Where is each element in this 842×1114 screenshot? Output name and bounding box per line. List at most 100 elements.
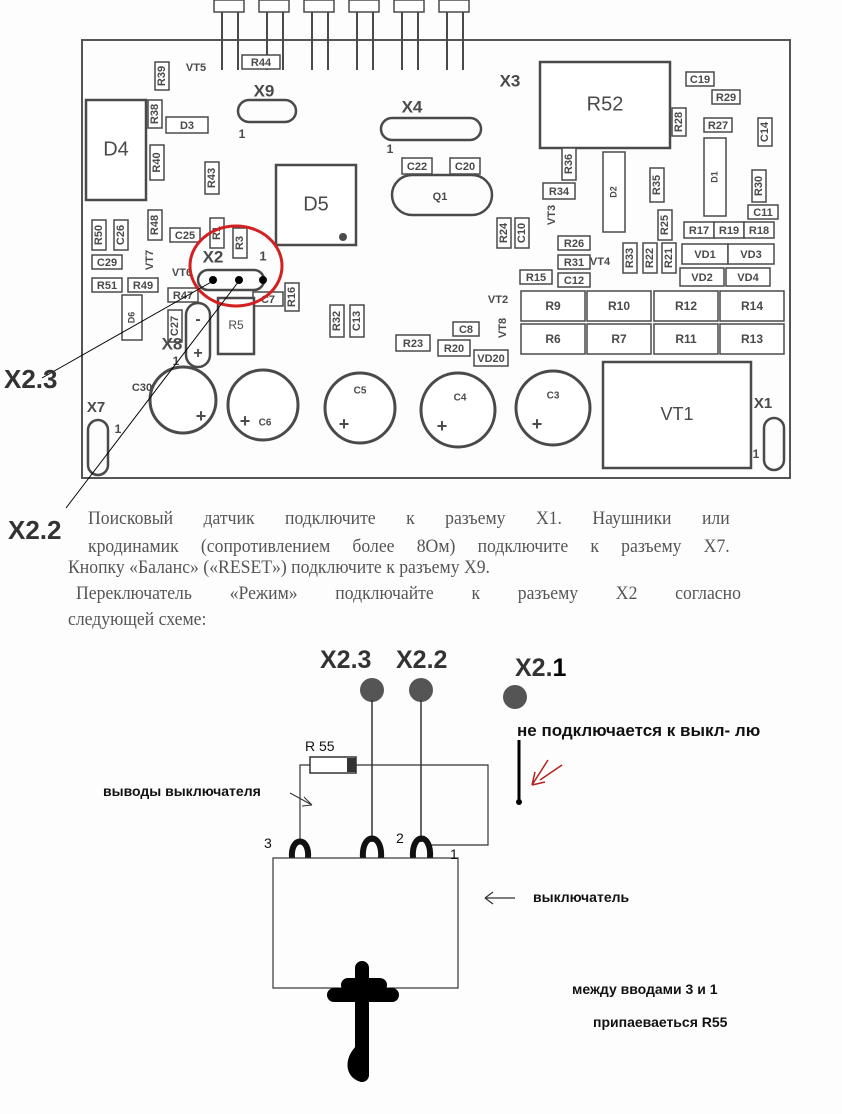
red-arrow-icon — [531, 759, 563, 786]
pin-3-label: 3 — [264, 835, 272, 851]
component-r29 — [711, 89, 741, 105]
component-d4 — [84, 98, 148, 202]
component-vd20 — [473, 349, 509, 367]
component-r50 — [91, 219, 107, 251]
component-r9 — [520, 290, 586, 322]
label-r5: R5 — [228, 318, 244, 332]
component-r40 — [149, 144, 165, 181]
component-r32 — [329, 304, 345, 338]
label-vd1: VD1 — [694, 249, 715, 261]
component-c19 — [685, 71, 715, 87]
plus-icon: + — [240, 411, 251, 431]
component-r12 — [653, 290, 719, 322]
label-x2: X2 — [203, 247, 224, 266]
label-vd3: VD3 — [740, 249, 761, 261]
component-r6 — [520, 323, 586, 355]
component-d6 — [121, 294, 143, 341]
component-r25 — [657, 209, 673, 241]
wire — [299, 764, 310, 842]
label-d3: D3 — [180, 120, 194, 132]
label-c6: C6 — [259, 418, 272, 429]
label-c13: C13 — [351, 311, 363, 331]
label-vt4: VT4 — [590, 256, 611, 268]
switch-label: выключатель — [533, 889, 630, 905]
component-r43 — [204, 161, 220, 195]
x23-leader-line — [41, 280, 214, 379]
label-r15: R15 — [526, 272, 546, 284]
label-r23: R23 — [403, 338, 423, 350]
component-r22 — [642, 242, 658, 274]
wire-end-dot — [516, 799, 522, 805]
component-r44 — [241, 54, 281, 70]
schematic-x21-label: X2.1 — [515, 654, 566, 683]
label-r19: R19 — [719, 225, 739, 237]
label-r40: R40 — [151, 152, 163, 172]
header-pins — [213, 0, 470, 70]
component-r49 — [127, 277, 159, 293]
label-q1: Q1 — [433, 191, 448, 203]
label-r22: R22 — [644, 248, 656, 268]
label-vt2: VT2 — [488, 294, 508, 306]
label-c4: C4 — [454, 393, 467, 404]
label-d4: D4 — [103, 138, 129, 160]
component-r36 — [561, 147, 577, 181]
component-r3 — [232, 227, 248, 259]
label-d2: D2 — [608, 186, 618, 198]
label-c29: C29 — [97, 257, 117, 269]
electrolytic-capacitor — [226, 368, 300, 442]
schematic-x22-label: X2.2 — [396, 646, 448, 674]
label-c26: C26 — [115, 225, 127, 245]
component-r11 — [653, 323, 719, 355]
label-vd20: VD20 — [477, 353, 505, 365]
electrolytic-capacitor — [148, 365, 218, 435]
label-c14: C14 — [759, 121, 771, 142]
label-c22: C22 — [407, 161, 427, 173]
r55-label: R 55 — [305, 738, 335, 754]
label-vt7: VT7 — [144, 250, 156, 270]
not-connected-note: не подключается к выкл- лю — [517, 721, 761, 740]
label-1: 1 — [387, 142, 394, 156]
x7-connector — [86, 418, 110, 477]
component-c12 — [557, 272, 591, 288]
component-r52 — [538, 60, 672, 150]
label-x9: X9 — [254, 81, 275, 100]
component-r20 — [437, 339, 471, 357]
label-r34: R34 — [549, 186, 570, 198]
component-c29 — [91, 254, 123, 270]
component-r48 — [147, 209, 163, 241]
label-r48: R48 — [149, 215, 161, 235]
label-c11: C11 — [753, 207, 773, 219]
label-r11: R11 — [675, 332, 697, 346]
label-1: 1 — [115, 422, 122, 436]
component-r18 — [743, 221, 775, 239]
label-r14: R14 — [741, 299, 763, 313]
component-r28 — [671, 107, 687, 137]
x23-terminal — [360, 678, 384, 702]
x2-highlight-circle — [188, 224, 284, 308]
d5-pin1-dot — [339, 233, 347, 241]
label-vt5: VT5 — [186, 62, 206, 74]
component-r47 — [167, 287, 199, 303]
x8-connector — [184, 301, 212, 369]
label-x1: X1 — [754, 395, 772, 412]
x22-terminal — [409, 678, 433, 702]
label-r25: R25 — [659, 215, 671, 235]
label-r9: R9 — [545, 299, 561, 313]
component-c10 — [514, 217, 530, 249]
component-r21 — [661, 242, 677, 274]
label-r16: R16 — [286, 287, 298, 307]
label-vd4: VD4 — [737, 272, 759, 284]
wire — [356, 764, 489, 846]
instruction-line: кродинамик (сопротивлением более 8Ом) по… — [88, 536, 730, 557]
instruction-line: Поисковый датчик подключите к разъему X1… — [88, 508, 730, 529]
label-r38: R38 — [149, 104, 161, 124]
component-c11 — [747, 204, 779, 220]
label-c30: C30 — [132, 382, 152, 394]
label-x8: X8 — [162, 334, 183, 353]
component-c27 — [167, 309, 183, 343]
label-vt8: VT8 — [497, 318, 509, 338]
plus-icon: + — [196, 406, 207, 426]
label-c10: C10 — [516, 223, 528, 243]
label-c20: C20 — [455, 161, 475, 173]
